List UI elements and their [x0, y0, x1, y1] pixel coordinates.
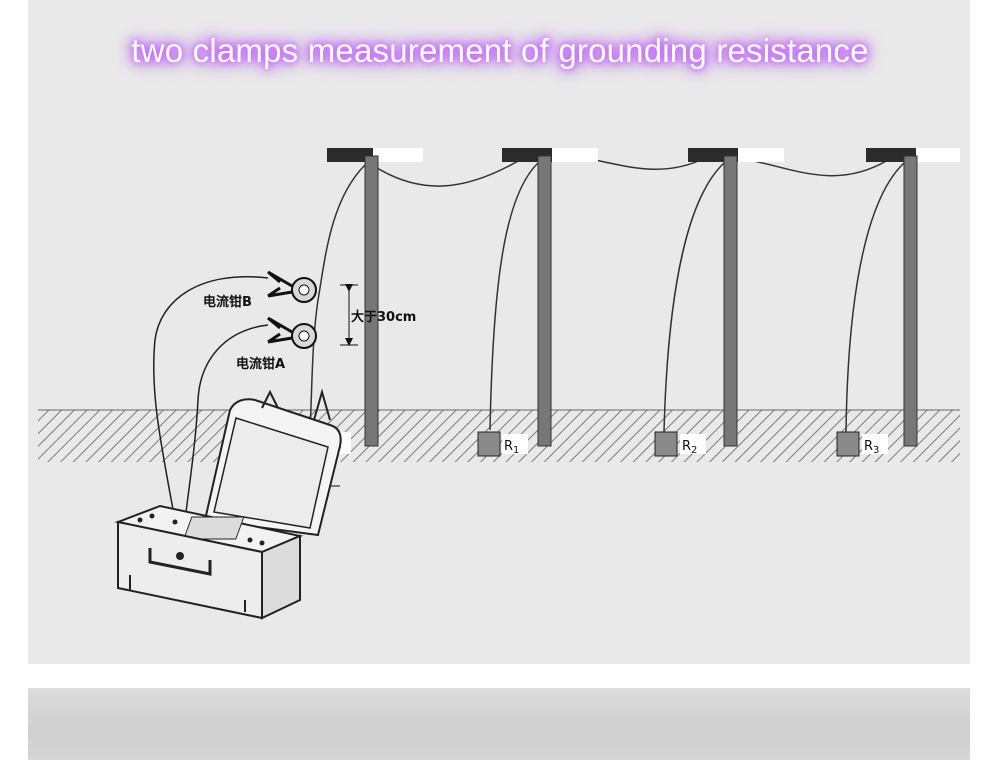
label-r3: R3: [864, 439, 879, 456]
label-r1: R1: [504, 439, 519, 456]
label-clamp-b: 电流钳B: [203, 294, 252, 310]
tester-instrument: [114, 388, 342, 620]
pole-2: [502, 148, 598, 447]
clamp-a: [267, 316, 317, 349]
diagram-title: two clamps measurement of grounding resi…: [131, 32, 869, 69]
electrode-r1: [477, 431, 501, 457]
pole-1: [327, 148, 423, 447]
down-lead-r1: [489, 162, 539, 431]
electrode-r3: [836, 431, 860, 457]
down-lead-r2: [663, 162, 725, 433]
down-lead-re: [309, 164, 366, 433]
spacing-dimension: [340, 284, 358, 346]
label-clamp-a: 电流钳A: [236, 356, 285, 372]
cable-clamp-a: [184, 324, 269, 521]
label-spacing: 大于30cm: [351, 309, 416, 325]
overhead-ground-wire: [364, 153, 889, 187]
cable-clamp-b: [152, 276, 269, 521]
bottom-strip: [28, 688, 970, 760]
electrode-r2: [654, 431, 678, 457]
label-r2: R2: [682, 439, 697, 456]
pole-4: [866, 148, 960, 447]
down-lead-r3: [845, 162, 905, 433]
pole-3: [688, 148, 784, 447]
clamp-b: [267, 270, 317, 303]
